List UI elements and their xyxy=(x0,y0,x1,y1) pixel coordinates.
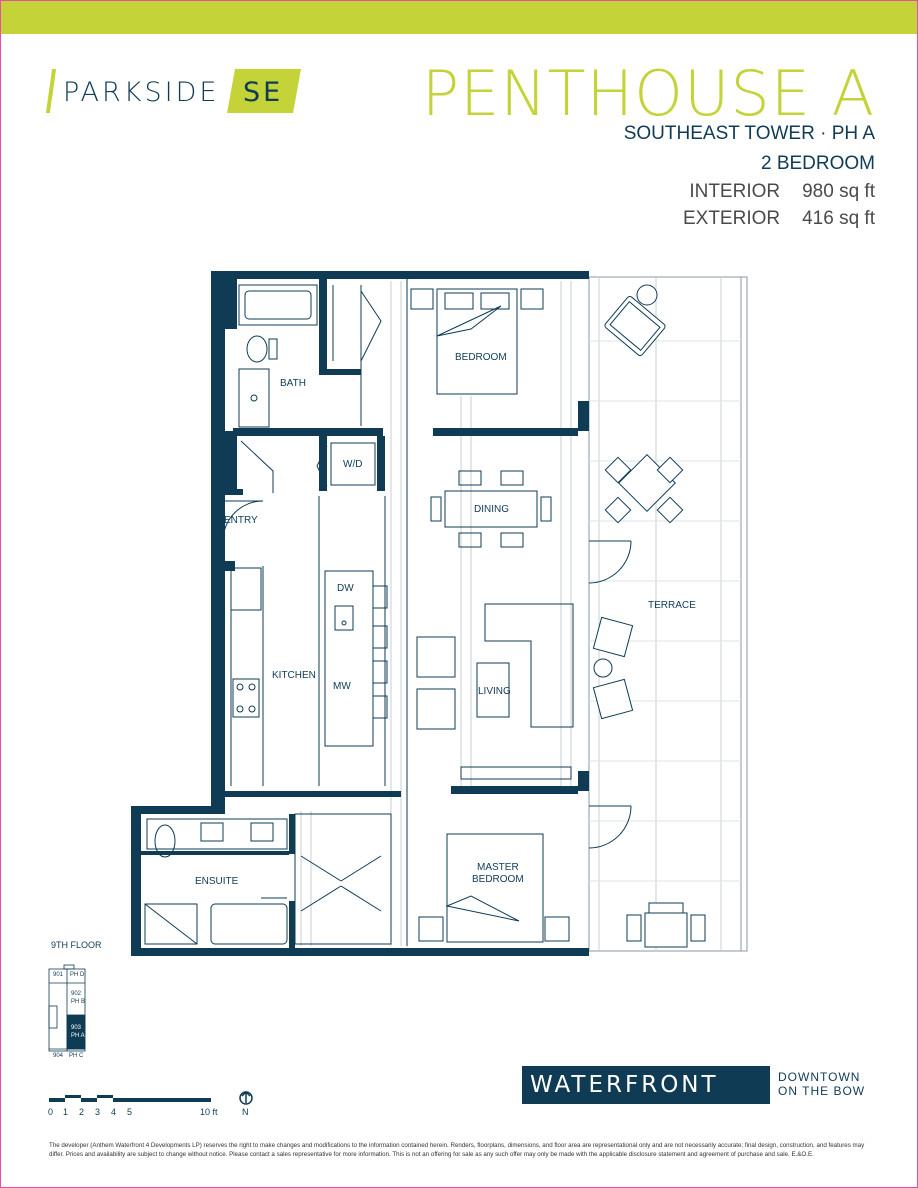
interior-value: 980 sq ft xyxy=(802,181,875,202)
keyplan-904: 904 xyxy=(53,1053,64,1059)
scale-bar xyxy=(49,1095,211,1102)
interior-area: INTERIOR 980 sq ft xyxy=(689,181,875,203)
unit-bedrooms: 2 BEDROOM xyxy=(760,153,875,174)
scale-tick-1: 1 xyxy=(63,1107,69,1117)
label-kitchen: KITCHEN xyxy=(272,670,316,681)
legal-disclaimer: The developer (Anthem Waterfront 4 Devel… xyxy=(49,1142,865,1158)
label-dw: DW xyxy=(337,583,354,594)
keyplan-title: 9TH FLOOR xyxy=(51,940,102,950)
scale-tick-0: 0 xyxy=(48,1107,54,1117)
scale-tick-4: 4 xyxy=(111,1107,117,1117)
living-furniture xyxy=(416,603,574,780)
flooring-lines xyxy=(300,281,572,946)
waterfront-logo-text: WATERFRONT xyxy=(530,1072,719,1098)
kitchen-cabinetry xyxy=(230,567,388,747)
terrace-area xyxy=(588,276,748,952)
label-master-line1: MASTER xyxy=(477,862,519,873)
label-wd: W/D xyxy=(343,459,362,470)
keyplan-pha: PH A xyxy=(71,1033,85,1039)
bedroom-furniture xyxy=(410,288,544,395)
logo-badge-text: SE xyxy=(243,77,284,108)
bath-fixtures xyxy=(238,284,382,428)
terrace-doors xyxy=(588,540,632,849)
washer-dryer xyxy=(240,440,376,493)
key-plan-graphic xyxy=(48,964,86,1052)
dining-set xyxy=(430,470,552,548)
keyplan-phd: PH D xyxy=(70,972,85,978)
tagline-line2: ON THE BOW xyxy=(778,1084,866,1098)
waterfront-logo: WATERFRONT xyxy=(522,1066,770,1104)
unit-title: PENTHOUSE A xyxy=(421,57,875,130)
keyplan-phb: PH B xyxy=(71,999,86,1005)
north-label: N xyxy=(242,1107,249,1117)
exterior-area: EXTERIOR 416 sq ft xyxy=(683,208,875,230)
label-mw: MW xyxy=(333,681,351,692)
entry-door xyxy=(222,500,264,542)
label-entry: ENTRY xyxy=(224,515,258,526)
scale-tick-10: 10 ft xyxy=(200,1107,218,1117)
label-master-line2: BEDROOM xyxy=(472,874,524,885)
scale-tick-5: 5 xyxy=(127,1107,133,1117)
logo-name: PARKSIDE xyxy=(63,77,220,108)
interior-label: INTERIOR xyxy=(689,181,781,202)
keyplan-903: 903 xyxy=(71,1025,82,1031)
keyplan-902: 902 xyxy=(71,991,82,997)
exterior-label: EXTERIOR xyxy=(682,208,781,229)
terrace-furniture xyxy=(592,284,706,948)
tagline: DOWNTOWN ON THE BOW xyxy=(778,1070,865,1098)
scale-tick-3: 3 xyxy=(95,1107,101,1117)
label-terrace: TERRACE xyxy=(648,600,696,611)
label-living: LIVING xyxy=(478,686,511,697)
exterior-walls xyxy=(131,271,589,956)
top-accent-bar xyxy=(1,1,917,34)
label-bedroom: BEDROOM xyxy=(455,352,507,363)
scale-tick-2: 2 xyxy=(79,1107,85,1117)
keyplan-901: 901 xyxy=(53,972,64,978)
partition-lines xyxy=(230,279,408,946)
label-ensuite: ENSUITE xyxy=(195,876,239,887)
label-bath: BATH xyxy=(280,378,306,389)
tagline-line1: DOWNTOWN xyxy=(778,1070,861,1084)
interior-walls xyxy=(141,279,578,951)
keyplan-phc: PH C xyxy=(69,1053,84,1059)
north-arrow-icon xyxy=(239,1090,253,1105)
master-bedroom-furniture xyxy=(300,833,570,943)
logo-badge: SE xyxy=(227,69,301,113)
unit-subtitle: SOUTHEAST TOWER · PH A xyxy=(623,123,875,144)
label-dining: DINING xyxy=(474,504,509,515)
exterior-value: 416 sq ft xyxy=(802,208,875,229)
ensuite-fixtures xyxy=(144,818,288,945)
